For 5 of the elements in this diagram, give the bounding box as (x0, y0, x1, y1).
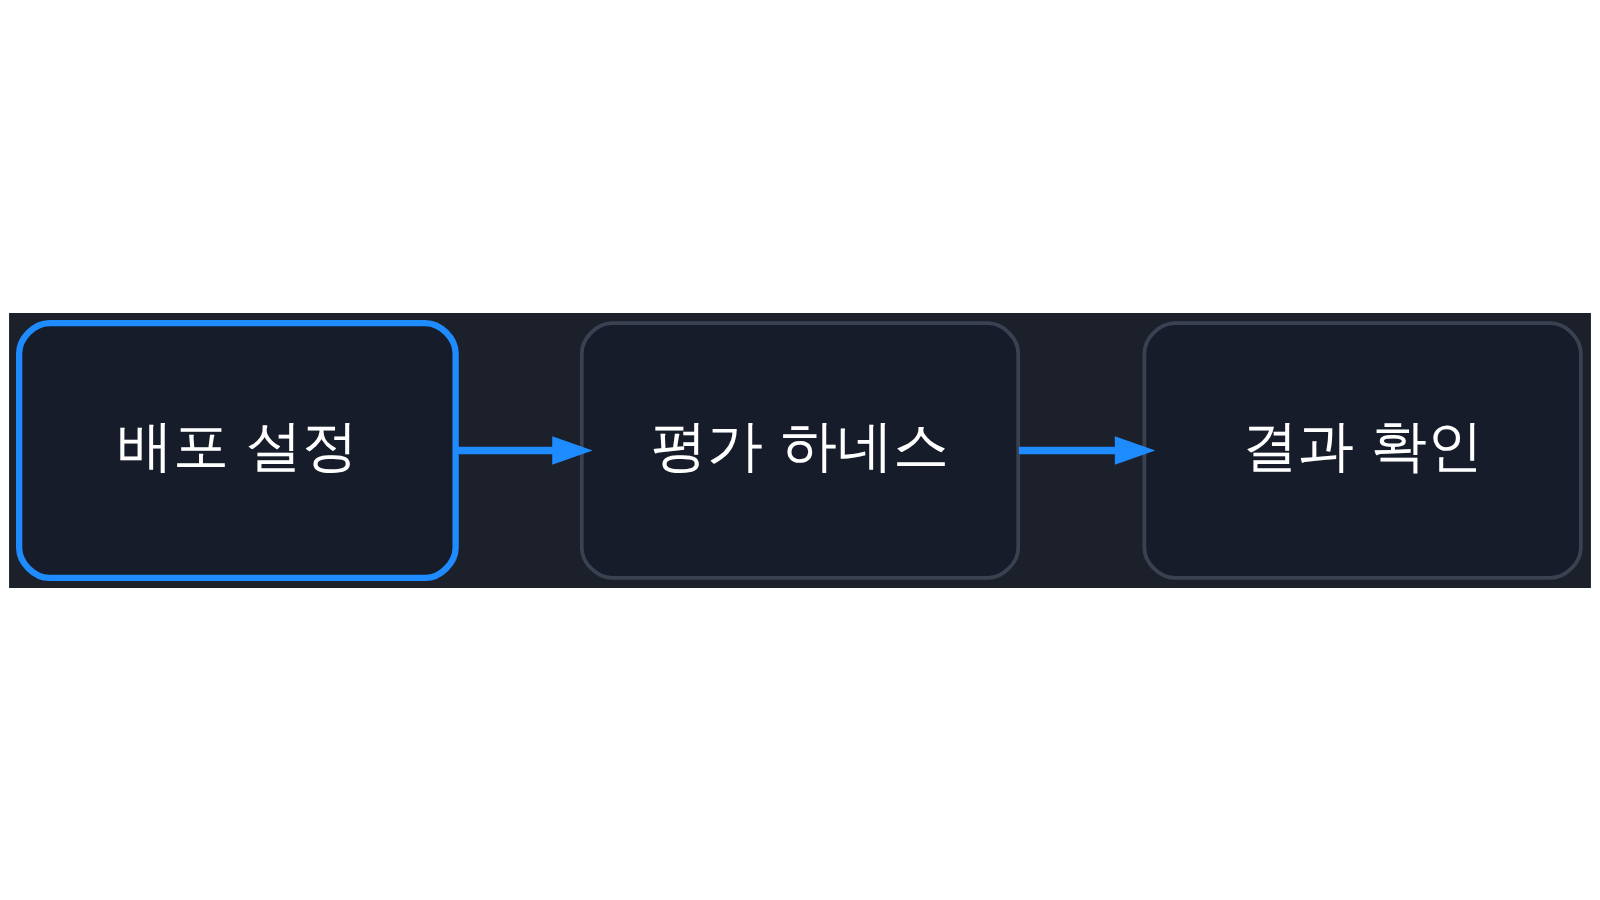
node-box: 배포 설정 (16, 319, 459, 581)
node-box: 결과 확인 (1142, 320, 1583, 580)
arrow (456, 435, 593, 465)
arrow (1018, 435, 1156, 465)
node-box: 평가 하네스 (579, 320, 1021, 580)
